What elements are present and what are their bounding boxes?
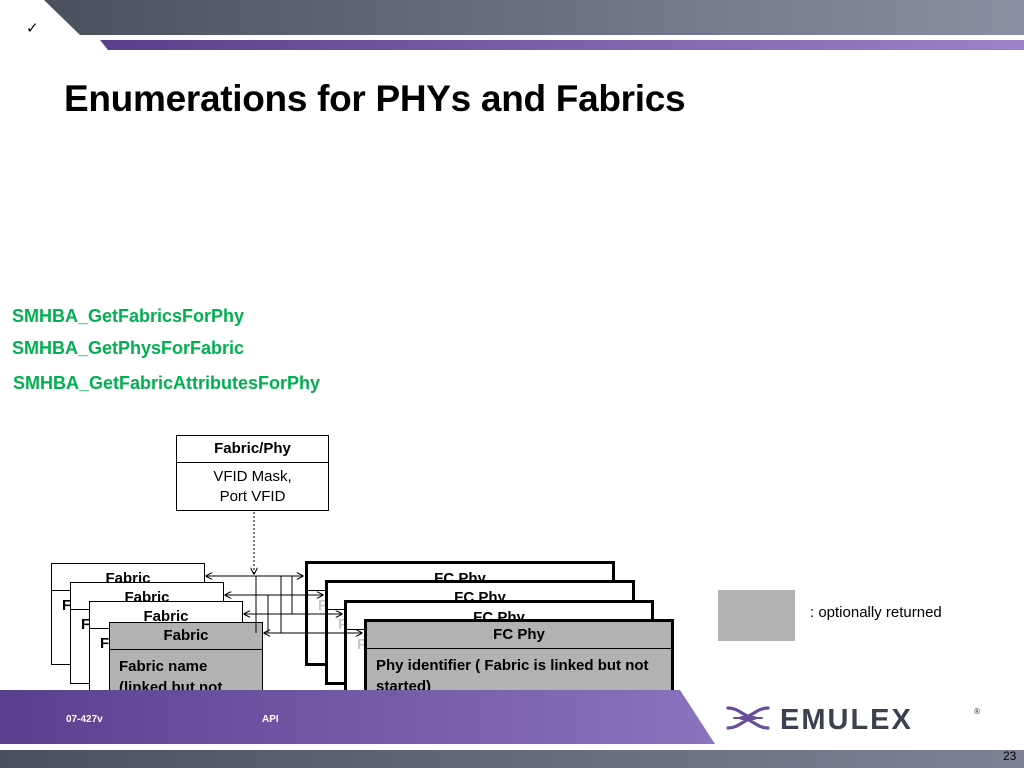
api-name-get-phys-for-fabric: SMHBA_GetPhysForFabric xyxy=(12,338,245,358)
fabric-card-letter: F xyxy=(81,616,91,633)
check-icon: ✓ xyxy=(26,19,39,37)
legend-label: : optionally returned xyxy=(810,604,942,621)
svg-text:®: ® xyxy=(973,707,981,716)
fabric-phy-box-line1: VFID Mask, xyxy=(213,468,292,485)
phy-card-letter: P xyxy=(318,597,329,614)
top-banner xyxy=(44,0,1024,50)
legend-swatch xyxy=(718,590,795,641)
fabric-phy-box-title: Fabric/Phy xyxy=(177,436,328,463)
fabric-phy-box-line2: Port VFID xyxy=(219,488,286,505)
page-number: 23 xyxy=(1003,749,1017,763)
phy-card-letter: P xyxy=(338,616,349,633)
api-name-get-fabric-attributes-for-phy: SMHBA_GetFabricAttributesForPhy xyxy=(13,373,321,393)
phy-card-title: FC Phy xyxy=(367,622,671,649)
footer-text-right: API xyxy=(262,714,279,725)
emulex-logo: EMULEX ® xyxy=(726,704,981,736)
emulex-mark-icon xyxy=(726,706,770,730)
page-title: Enumerations for PHYs and Fabrics xyxy=(64,78,686,119)
footer-text-left: 07-427v xyxy=(66,714,103,725)
fabric-card-letter: F xyxy=(62,597,72,614)
emulex-logo-text: EMULEX xyxy=(780,704,913,736)
api-name-get-fabrics-for-phy: SMHBA_GetFabricsForPhy xyxy=(12,306,245,326)
phy-card-letter: P xyxy=(357,636,368,653)
fabric-phy-box: Fabric/Phy VFID Mask, Port VFID xyxy=(176,435,329,511)
footer-banner xyxy=(0,690,1024,768)
fabric-card-letter: F xyxy=(100,635,110,652)
fabric-phy-box-body: VFID Mask, Port VFID xyxy=(177,463,328,507)
fabric-card-title: Fabric xyxy=(110,623,262,650)
